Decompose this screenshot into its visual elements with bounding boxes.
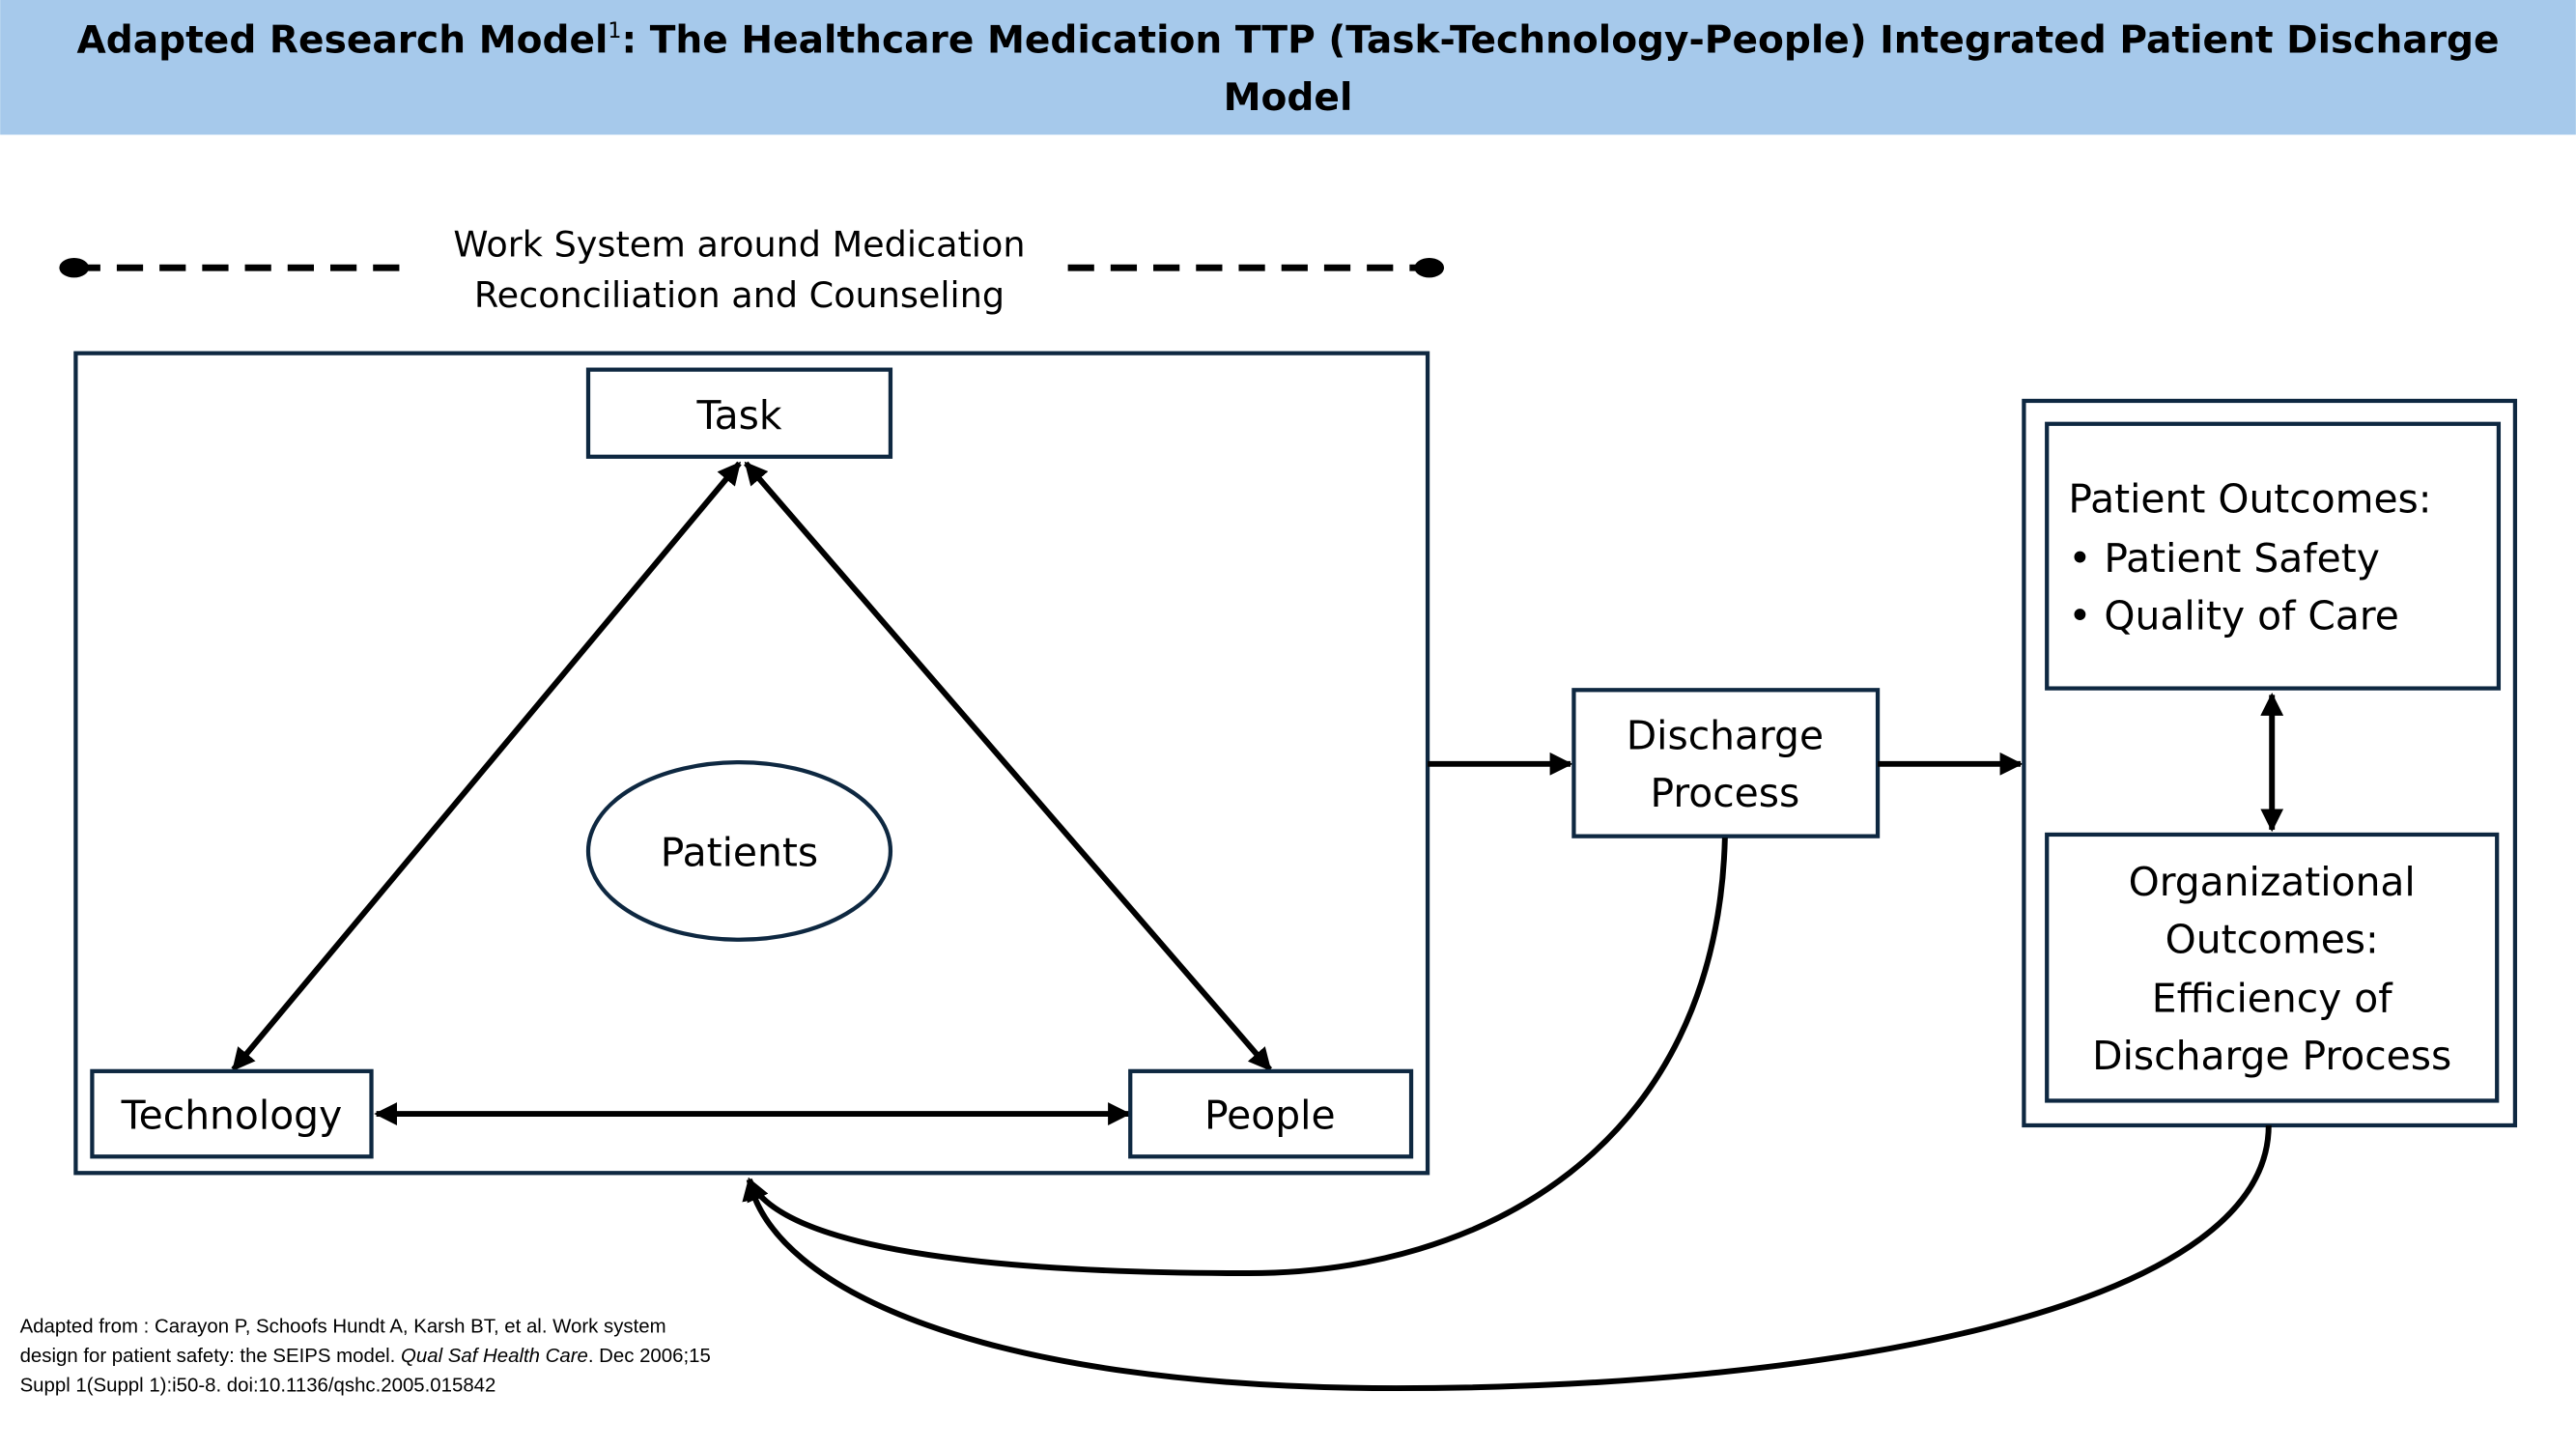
svg-text:• Quality of Care: • Quality of Care xyxy=(2068,592,2399,639)
svg-text:Discharge: Discharge xyxy=(1627,713,1824,759)
technology-box: Technology xyxy=(90,1068,374,1159)
task-technology-arrow xyxy=(231,461,742,1072)
work-system-label: Work System around Medication xyxy=(453,223,1025,265)
discharge-feedback-arrow xyxy=(746,838,1728,1277)
svg-text:People: People xyxy=(1204,1092,1336,1138)
svg-text:Patient Outcomes:: Patient Outcomes: xyxy=(2068,476,2431,523)
people-box: People xyxy=(1128,1068,1414,1159)
discharge-process-box: Discharge Process xyxy=(1571,688,1881,838)
page-title-line2: Model xyxy=(1224,76,1353,120)
outcomes-feedback-arrow xyxy=(742,1124,2272,1392)
svg-text:Efficiency of: Efficiency of xyxy=(2152,976,2393,1022)
citation-footnote: Adapted from : Carayon P, Schoofs Hundt … xyxy=(20,1316,711,1396)
svg-text:Suppl 1(Suppl 1):i50-8. doi:10: Suppl 1(Suppl 1):i50-8. doi:10.1136/qshc… xyxy=(20,1375,496,1396)
svg-text:Discharge Process: Discharge Process xyxy=(2092,1033,2451,1079)
task-box: Task xyxy=(585,367,893,459)
svg-text:Technology: Technology xyxy=(121,1092,343,1138)
svg-text:Patients: Patients xyxy=(661,829,818,875)
svg-text:Outcomes:: Outcomes: xyxy=(2166,916,2379,962)
organizational-outcomes-box: Organizational Outcomes: Efficiency of D… xyxy=(2045,832,2500,1103)
work-system-label-line2: Reconciliation and Counseling xyxy=(474,274,1005,316)
work-system-boundary-line xyxy=(59,258,1445,278)
header-band xyxy=(0,0,2576,135)
patients-ellipse: Patients xyxy=(585,759,893,942)
svg-text:• Patient Safety: • Patient Safety xyxy=(2068,535,2380,582)
svg-text:Process: Process xyxy=(1650,770,1799,816)
page-title: Adapted Research Model1: The Healthcare … xyxy=(76,18,2499,62)
svg-text:Organizational: Organizational xyxy=(2129,859,2416,905)
svg-text:design for patient safety: the: design for patient safety: the SEIPS mod… xyxy=(20,1346,711,1367)
patient-outcomes-box: Patient Outcomes: • Patient Safety • Qua… xyxy=(2045,421,2502,691)
svg-text:Task: Task xyxy=(695,392,781,439)
svg-text:Adapted from : Carayon P, Scho: Adapted from : Carayon P, Schoofs Hundt … xyxy=(20,1316,666,1337)
task-people-arrow xyxy=(744,461,1273,1072)
